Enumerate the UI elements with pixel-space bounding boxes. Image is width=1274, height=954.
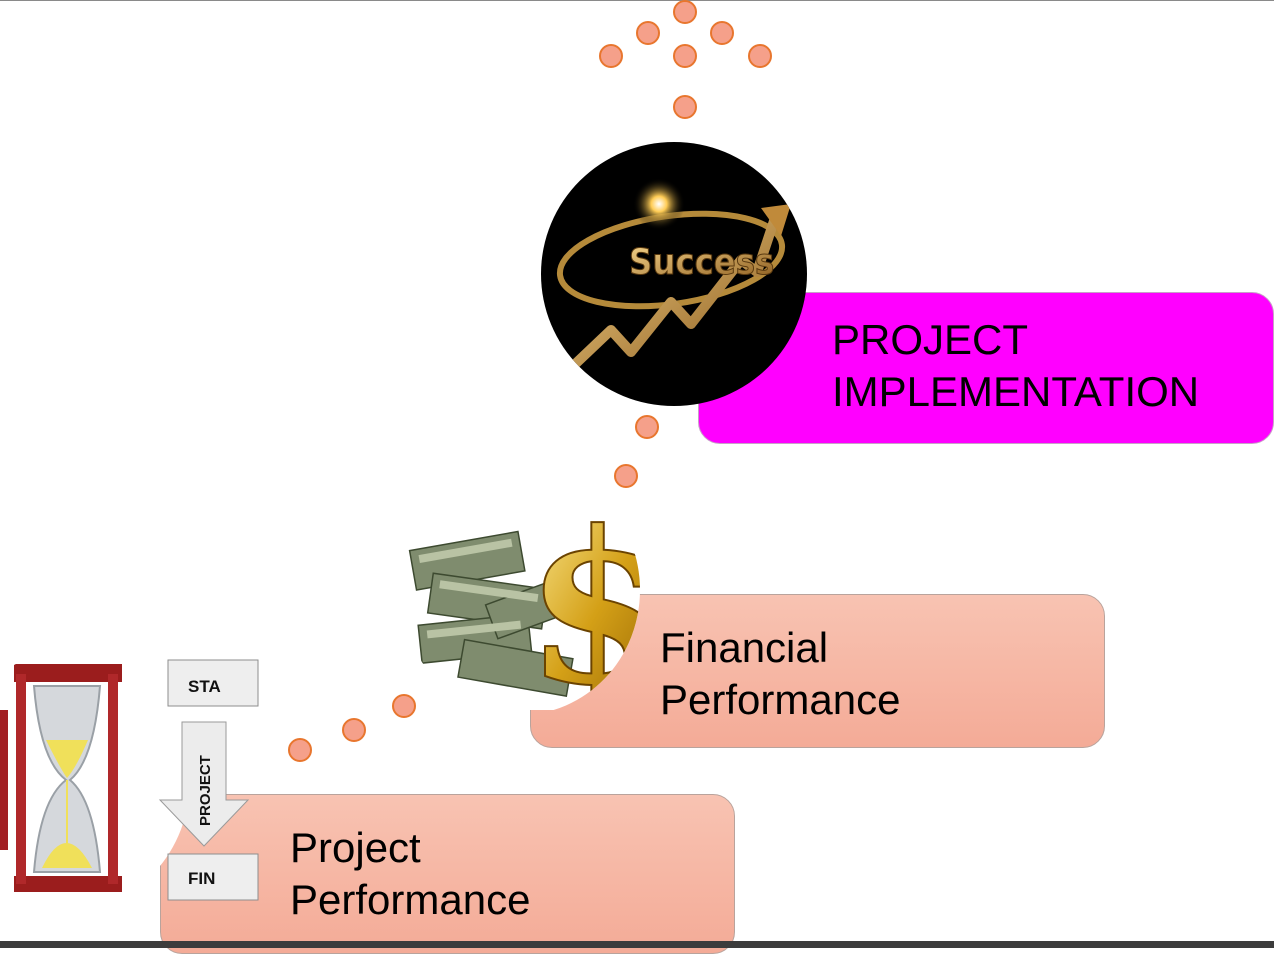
hourglass-image: STA PROJECT FIN xyxy=(0,650,268,910)
success-word: Success xyxy=(629,242,774,283)
project-performance-line2: Performance xyxy=(290,876,531,923)
financial-performance-line1: Financial xyxy=(660,624,829,671)
financial-performance-label: Financial Performance xyxy=(660,622,900,726)
hourglass-icon: STA PROJECT FIN xyxy=(0,650,259,910)
project-implementation-line2: IMPLEMENTATION xyxy=(832,368,1200,415)
top-border xyxy=(0,0,1274,1)
project-performance-line1: Project xyxy=(290,824,421,871)
arrow-dot xyxy=(599,44,623,68)
svg-text:$: $ xyxy=(525,485,640,710)
success-chart-icon: Success xyxy=(556,178,791,372)
arrow-dot xyxy=(673,0,697,24)
success-image: Success xyxy=(541,142,807,406)
arrow-dot xyxy=(673,44,697,68)
connector-dot xyxy=(288,738,312,762)
flow-end-text: FIN xyxy=(188,869,215,888)
money-icon: $ xyxy=(400,470,640,715)
connector-dot xyxy=(392,694,416,718)
arrow-dot xyxy=(748,44,772,68)
project-implementation-line1: PROJECT xyxy=(832,316,1029,363)
arrow-dot xyxy=(673,95,697,119)
flow-middle-text: PROJECT xyxy=(197,755,214,826)
arrow-dot xyxy=(710,21,734,45)
project-implementation-label: PROJECT IMPLEMENTATION xyxy=(832,314,1199,418)
connector-dot xyxy=(635,415,659,439)
connector-dot xyxy=(342,718,366,742)
connector-dot xyxy=(614,464,638,488)
financial-performance-line2: Performance xyxy=(660,676,901,723)
project-performance-label: Project Performance xyxy=(290,822,530,926)
bottom-border xyxy=(0,941,1274,948)
arrow-dot xyxy=(636,21,660,45)
money-image: $ xyxy=(400,470,640,715)
flow-start-text: STA xyxy=(188,677,221,696)
